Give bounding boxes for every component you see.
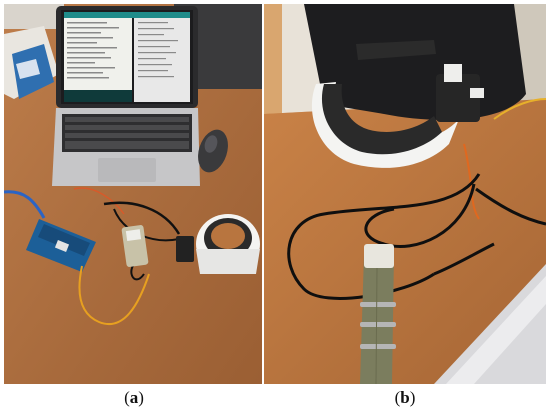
laptop-corner xyxy=(434,264,546,384)
strap-keeper xyxy=(360,302,396,307)
black-cable xyxy=(103,201,181,235)
photo-panel-a xyxy=(4,4,262,384)
yellow-wire xyxy=(78,265,150,325)
arduino-board xyxy=(26,219,96,272)
wrist-ring-device xyxy=(311,40,484,168)
wrist-ring-device xyxy=(196,214,260,274)
servo-motor xyxy=(176,236,194,262)
usb-cable xyxy=(4,190,46,219)
nato-strap xyxy=(360,244,396,384)
sensor-clip xyxy=(364,244,394,268)
panel-label-b: b xyxy=(400,388,410,407)
photo-b-illustration xyxy=(264,4,546,384)
laptop xyxy=(52,6,200,186)
servo-motor xyxy=(436,74,480,122)
laptop-trackpad xyxy=(98,158,156,182)
cardboard-box xyxy=(4,26,59,99)
panel-label-a: a xyxy=(129,388,139,407)
photo-a-illustration xyxy=(4,4,262,384)
panel-caption-a: (a) xyxy=(124,388,144,407)
photo-panel-b xyxy=(264,4,546,384)
panel-caption-b: (b) xyxy=(394,388,416,407)
